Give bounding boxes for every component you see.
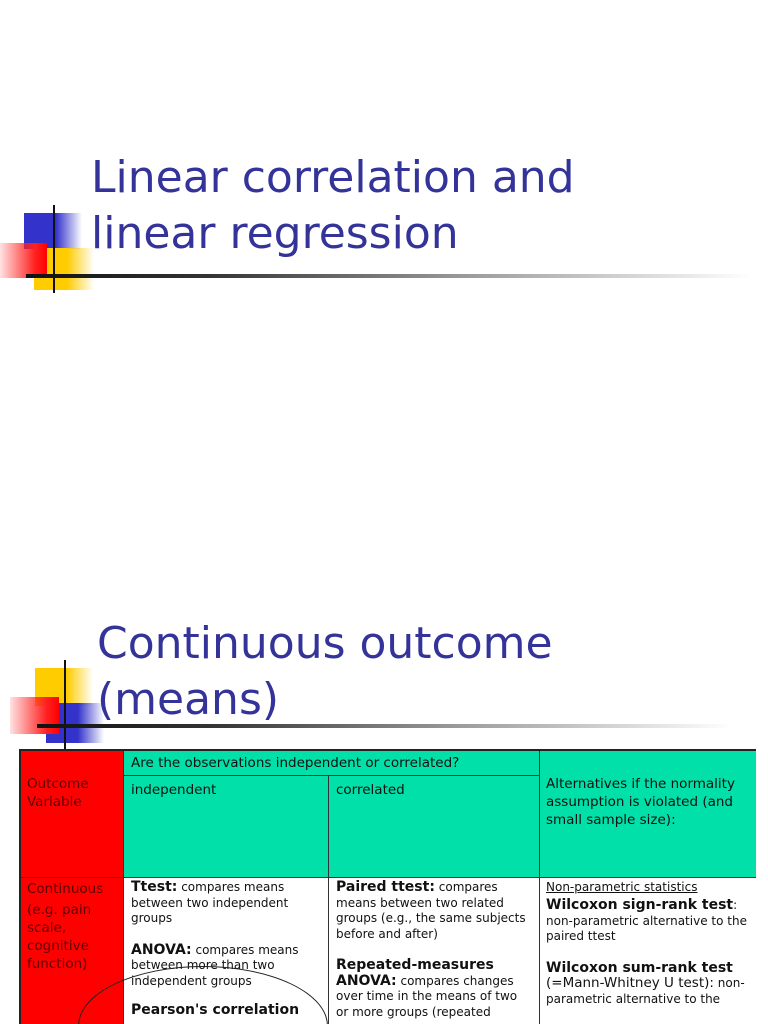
title-line-2: linear regression xyxy=(91,208,459,259)
vertical-rule xyxy=(53,205,55,293)
vertical-rule xyxy=(64,660,66,750)
repeated-measures-anova-entry: Repeated-measures ANOVA: compares change… xyxy=(336,957,518,1019)
anova-entry: ANOVA: compares means between more than … xyxy=(131,941,299,988)
red-square-icon xyxy=(10,697,59,734)
correlated-tests-cell: Paired ttest: compares means between two… xyxy=(329,878,540,1024)
slide-1-title: Linear correlation and linear regression xyxy=(91,150,575,262)
title-line-2: (means) xyxy=(97,674,280,725)
title-underline xyxy=(37,724,732,728)
nonparametric-heading: Non-parametric statistics xyxy=(546,880,698,894)
ttest-entry: Ttest: compares means between two indepe… xyxy=(131,879,289,925)
outcome-example: (e.g. pain scale, cognitive function) xyxy=(27,902,92,972)
independence-question-header: Are the observations independent or corr… xyxy=(124,751,540,776)
outcome-variable-header: Outcome Variable xyxy=(21,751,124,878)
outcome-label: Continuous xyxy=(27,881,104,897)
title-line-1: Linear correlation and xyxy=(91,152,575,203)
pearson-entry: Pearson's correlation xyxy=(131,1002,300,1018)
continuous-outcome-cell: Continuous (e.g. pain scale, cognitive f… xyxy=(21,878,124,1024)
slide-2-title: Continuous outcome (means) xyxy=(97,616,553,728)
wilcoxon-sign-rank-entry: Wilcoxon sign-rank test: non-parametric … xyxy=(546,897,747,943)
correlated-column-header: correlated xyxy=(329,776,540,878)
paired-ttest-entry: Paired ttest: compares means between two… xyxy=(336,879,526,941)
title-line-1: Continuous outcome xyxy=(97,618,553,669)
nonparametric-alternatives-cell: Non-parametric statistics Wilcoxon sign-… xyxy=(540,878,756,1024)
wilcoxon-sum-rank-entry: Wilcoxon sum-rank test (=Mann-Whitney U … xyxy=(546,959,745,1006)
statistics-table: Outcome Variable Are the observations in… xyxy=(19,749,756,1024)
red-square-icon xyxy=(0,243,47,278)
alternatives-column-header: Alternatives if the normality assumption… xyxy=(540,751,756,878)
title-underline xyxy=(26,274,752,278)
independent-column-header: independent xyxy=(124,776,329,878)
independent-tests-cell: Ttest: compares means between two indepe… xyxy=(124,878,329,1024)
